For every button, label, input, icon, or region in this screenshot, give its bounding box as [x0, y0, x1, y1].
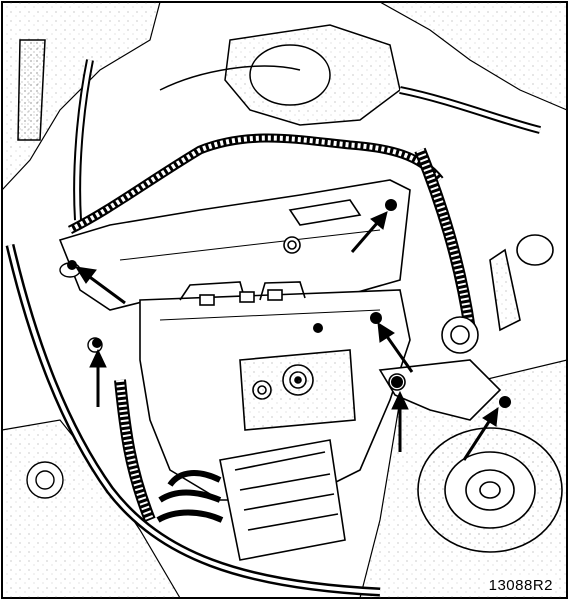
upper-intake — [159, 24, 541, 134]
bolt-6 — [499, 396, 511, 408]
top-hoses — [17, 39, 94, 221]
bolt-4 — [370, 312, 382, 324]
callout-arrows — [75, 211, 499, 461]
lower-left-details — [26, 262, 103, 499]
corrugated-conduit — [414, 147, 476, 331]
suspension-tower — [417, 234, 563, 553]
arrow-5 — [391, 390, 409, 452]
arrow-3 — [350, 211, 388, 253]
arrow-6 — [462, 406, 499, 461]
pipe-clamp — [378, 248, 521, 421]
bolt-3 — [385, 199, 397, 211]
arrow-1 — [75, 266, 126, 305]
bolt-2 — [92, 338, 102, 348]
bolt-points — [67, 199, 511, 408]
arrow-2 — [89, 348, 107, 407]
bolt-7 — [313, 323, 323, 333]
electronic-control-unit — [156, 439, 346, 561]
figure-reference-number: 13088R2 — [486, 577, 555, 594]
mounting-bracket — [58, 179, 411, 311]
bolt-5 — [391, 376, 403, 388]
arrow-4 — [377, 322, 414, 373]
bolt-1 — [67, 260, 77, 270]
